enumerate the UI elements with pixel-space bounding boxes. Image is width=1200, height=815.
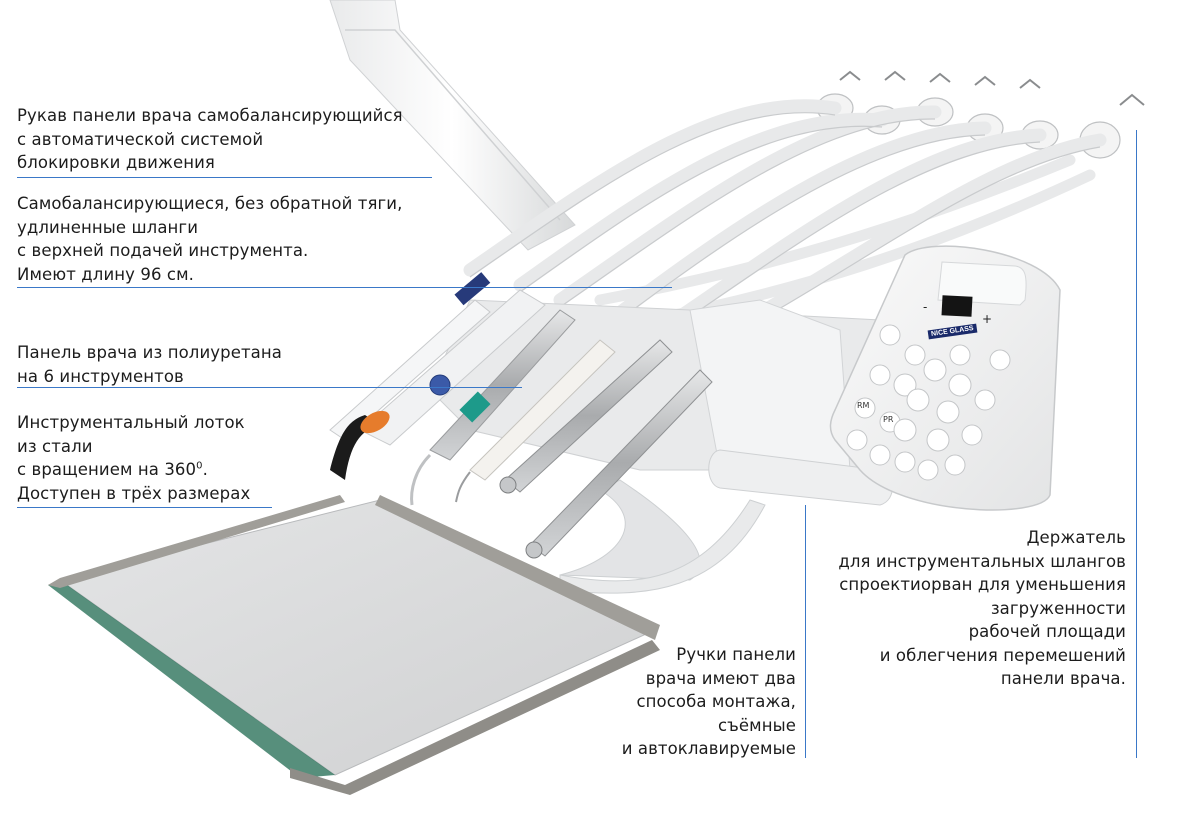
label-hoses-line-4: Имеют длину 96 см. (17, 264, 194, 284)
instrument-hoses (463, 99, 1107, 352)
label-arm-line-3: блокировки движения (17, 153, 215, 172)
label-holder-line-1: Держатель (1026, 528, 1126, 547)
label-handles-line-3: способа монтажа, (636, 692, 796, 711)
label-holder-line-2: для инструментальных шлангов (838, 551, 1126, 571)
label-hoses-line-1: Самобалансирующиеся, без обратной тяги, (17, 194, 403, 213)
label-tray: Инструментальный лоток из стали с вращен… (17, 411, 250, 505)
label-panel: Панель врача из полиуретана на 6 инструм… (17, 341, 282, 388)
label-tray-line-3: с вращением на 3600. (17, 458, 250, 482)
label-holder-line-5: рабочей площади (968, 622, 1126, 641)
panel-minus-sign: - (923, 300, 928, 314)
label-holder-line-7: панели врача. (1000, 669, 1126, 688)
callout-line-tray (17, 507, 272, 509)
label-tray-line-1: Инструментальный лоток (17, 413, 245, 432)
label-holder-line-6: и облегчения перемешений (879, 645, 1126, 665)
label-arm-line-1: Рукав панели врача самобалансирующийся (17, 106, 403, 125)
label-handles-line-5: и автоклавируемые (621, 739, 796, 758)
label-hoses-line-2: удлиненные шланги (17, 217, 199, 237)
panel-key-pr: PR (883, 415, 894, 424)
instrument-tray (48, 495, 660, 795)
label-arm: Рукав панели врача самобалансирующийся с… (17, 104, 403, 175)
label-panel-line-1: Панель врача из полиуретана (17, 343, 282, 362)
instruments (329, 272, 713, 559)
label-hoses-line-3: с верхней подачей инструмента. (17, 241, 309, 260)
panel-key-rm: RM (857, 401, 870, 410)
callout-line-handles (805, 505, 807, 758)
label-handles-line-2: врача имеют два (645, 668, 796, 688)
label-tray-degree: 0 (196, 460, 203, 472)
label-holder-line-4: загруженности (990, 598, 1126, 618)
label-holder: Держатель для инструментальных шлангов с… (780, 526, 1126, 691)
callout-line-arm (17, 177, 432, 179)
doctor-arm (329, 0, 576, 251)
label-handles: Ручки панели врача имеют два способа мон… (560, 643, 796, 761)
panel-plus-sign: + (982, 312, 993, 326)
label-handles-line-1: Ручки панели (676, 645, 796, 664)
label-tray-line-3-main: с вращением на 360 (17, 460, 197, 479)
label-handles-line-4: съёмные (718, 715, 796, 735)
label-tray-line-3-end: . (202, 460, 208, 479)
callout-line-holder (1136, 130, 1138, 758)
label-holder-line-3: спроектиорван для уменьшения (839, 575, 1126, 594)
label-panel-line-2: на 6 инструментов (17, 366, 184, 386)
label-tray-line-2: из стали (17, 436, 93, 456)
doctor-control-panel (829, 245, 1061, 511)
label-hoses: Самобалансирующиеся, без обратной тяги, … (17, 192, 402, 286)
callout-line-hoses (17, 287, 672, 289)
label-tray-line-4: Доступен в трёх размерах (17, 483, 251, 503)
label-arm-line-2: с автоматической системой (17, 129, 264, 149)
callout-line-panel (17, 387, 522, 389)
